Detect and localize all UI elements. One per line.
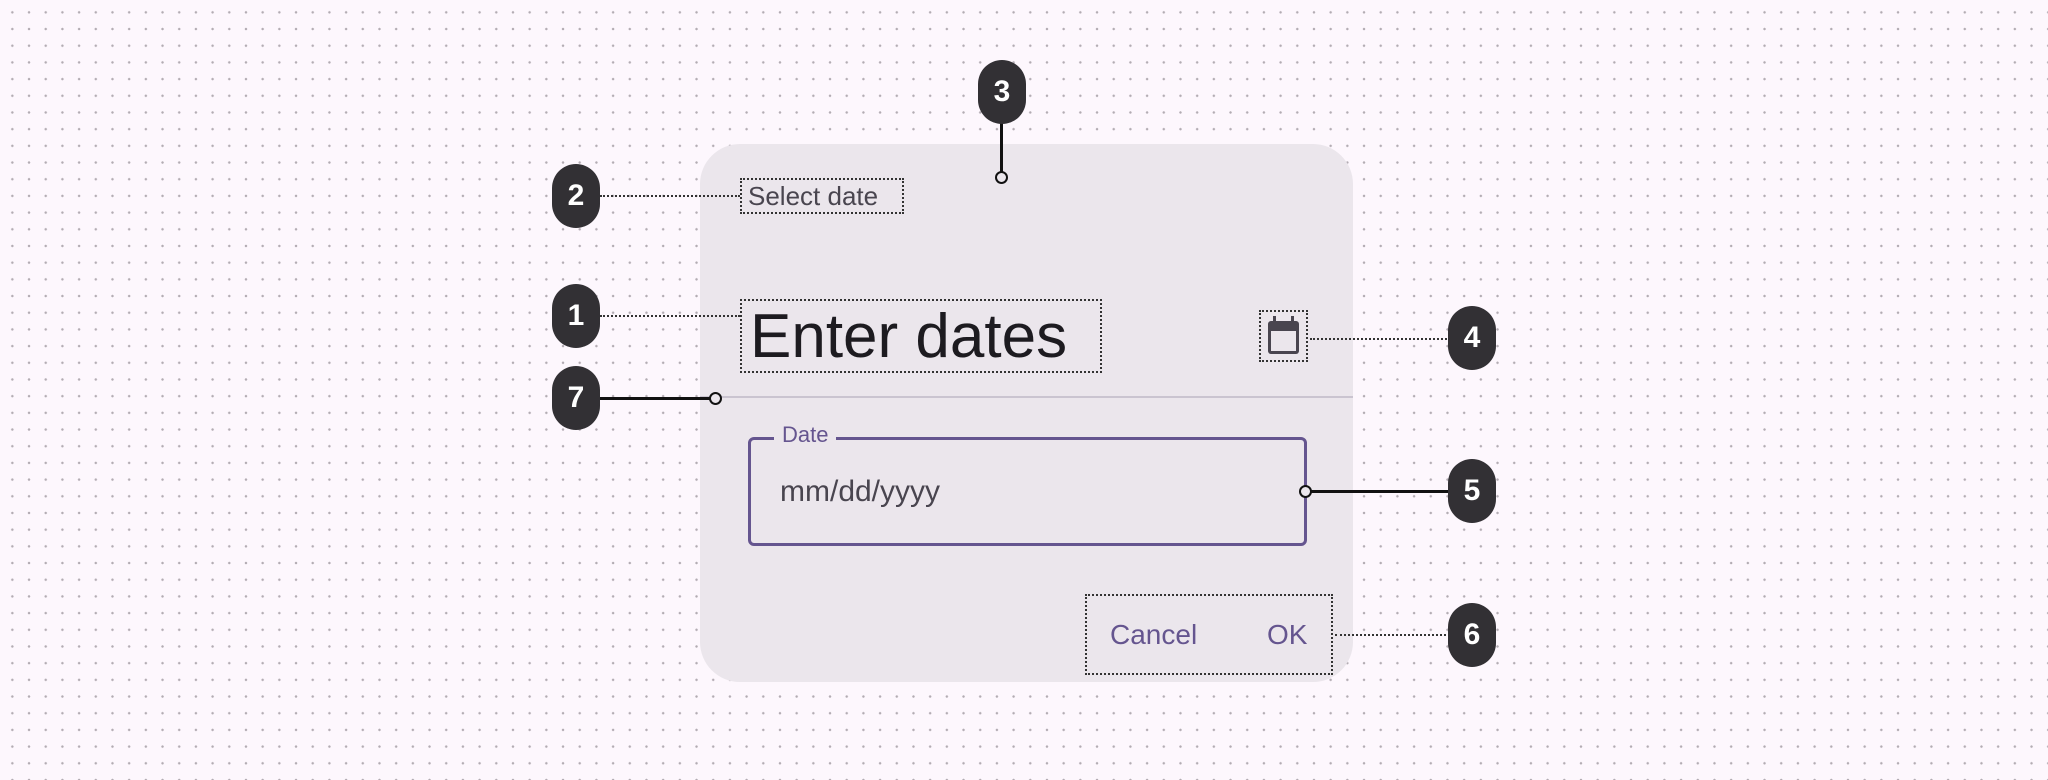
callout-badge-1: 1 [552,284,600,348]
date-field-placeholder[interactable]: mm/dd/yyyy [780,475,941,508]
callout-badge-6: 6 [1448,603,1496,667]
headline: Enter dates [740,299,1102,373]
callout-badge-7: 7 [552,366,600,430]
leader-line-3 [1000,120,1003,172]
callout-badge-5: 5 [1448,459,1496,523]
callout-badge-3: 3 [978,60,1026,124]
action-buttons [1085,594,1333,675]
divider [700,396,1353,398]
callout-badge-4: 4 [1448,306,1496,370]
date-picker-dialog [700,144,1353,682]
anchor-point-7 [709,392,722,405]
leader-line-7 [600,397,710,400]
callout-badge-2: 2 [552,164,600,228]
anchor-point-3 [995,171,1008,184]
calendar-icon [1268,316,1299,354]
cancel-button[interactable]: Cancel [1110,619,1198,650]
date-field-label: Date [774,420,837,450]
leader-line-5 [1310,490,1450,493]
ok-button[interactable]: OK [1267,619,1308,650]
anchor-point-5 [1299,485,1312,498]
calendar-mode-button[interactable] [1259,310,1308,362]
supporting-text: Select date [740,178,904,214]
leader-line-4 [1310,338,1450,340]
leader-line-1 [600,315,740,317]
leader-line-6 [1335,634,1450,636]
leader-line-2 [600,195,740,197]
